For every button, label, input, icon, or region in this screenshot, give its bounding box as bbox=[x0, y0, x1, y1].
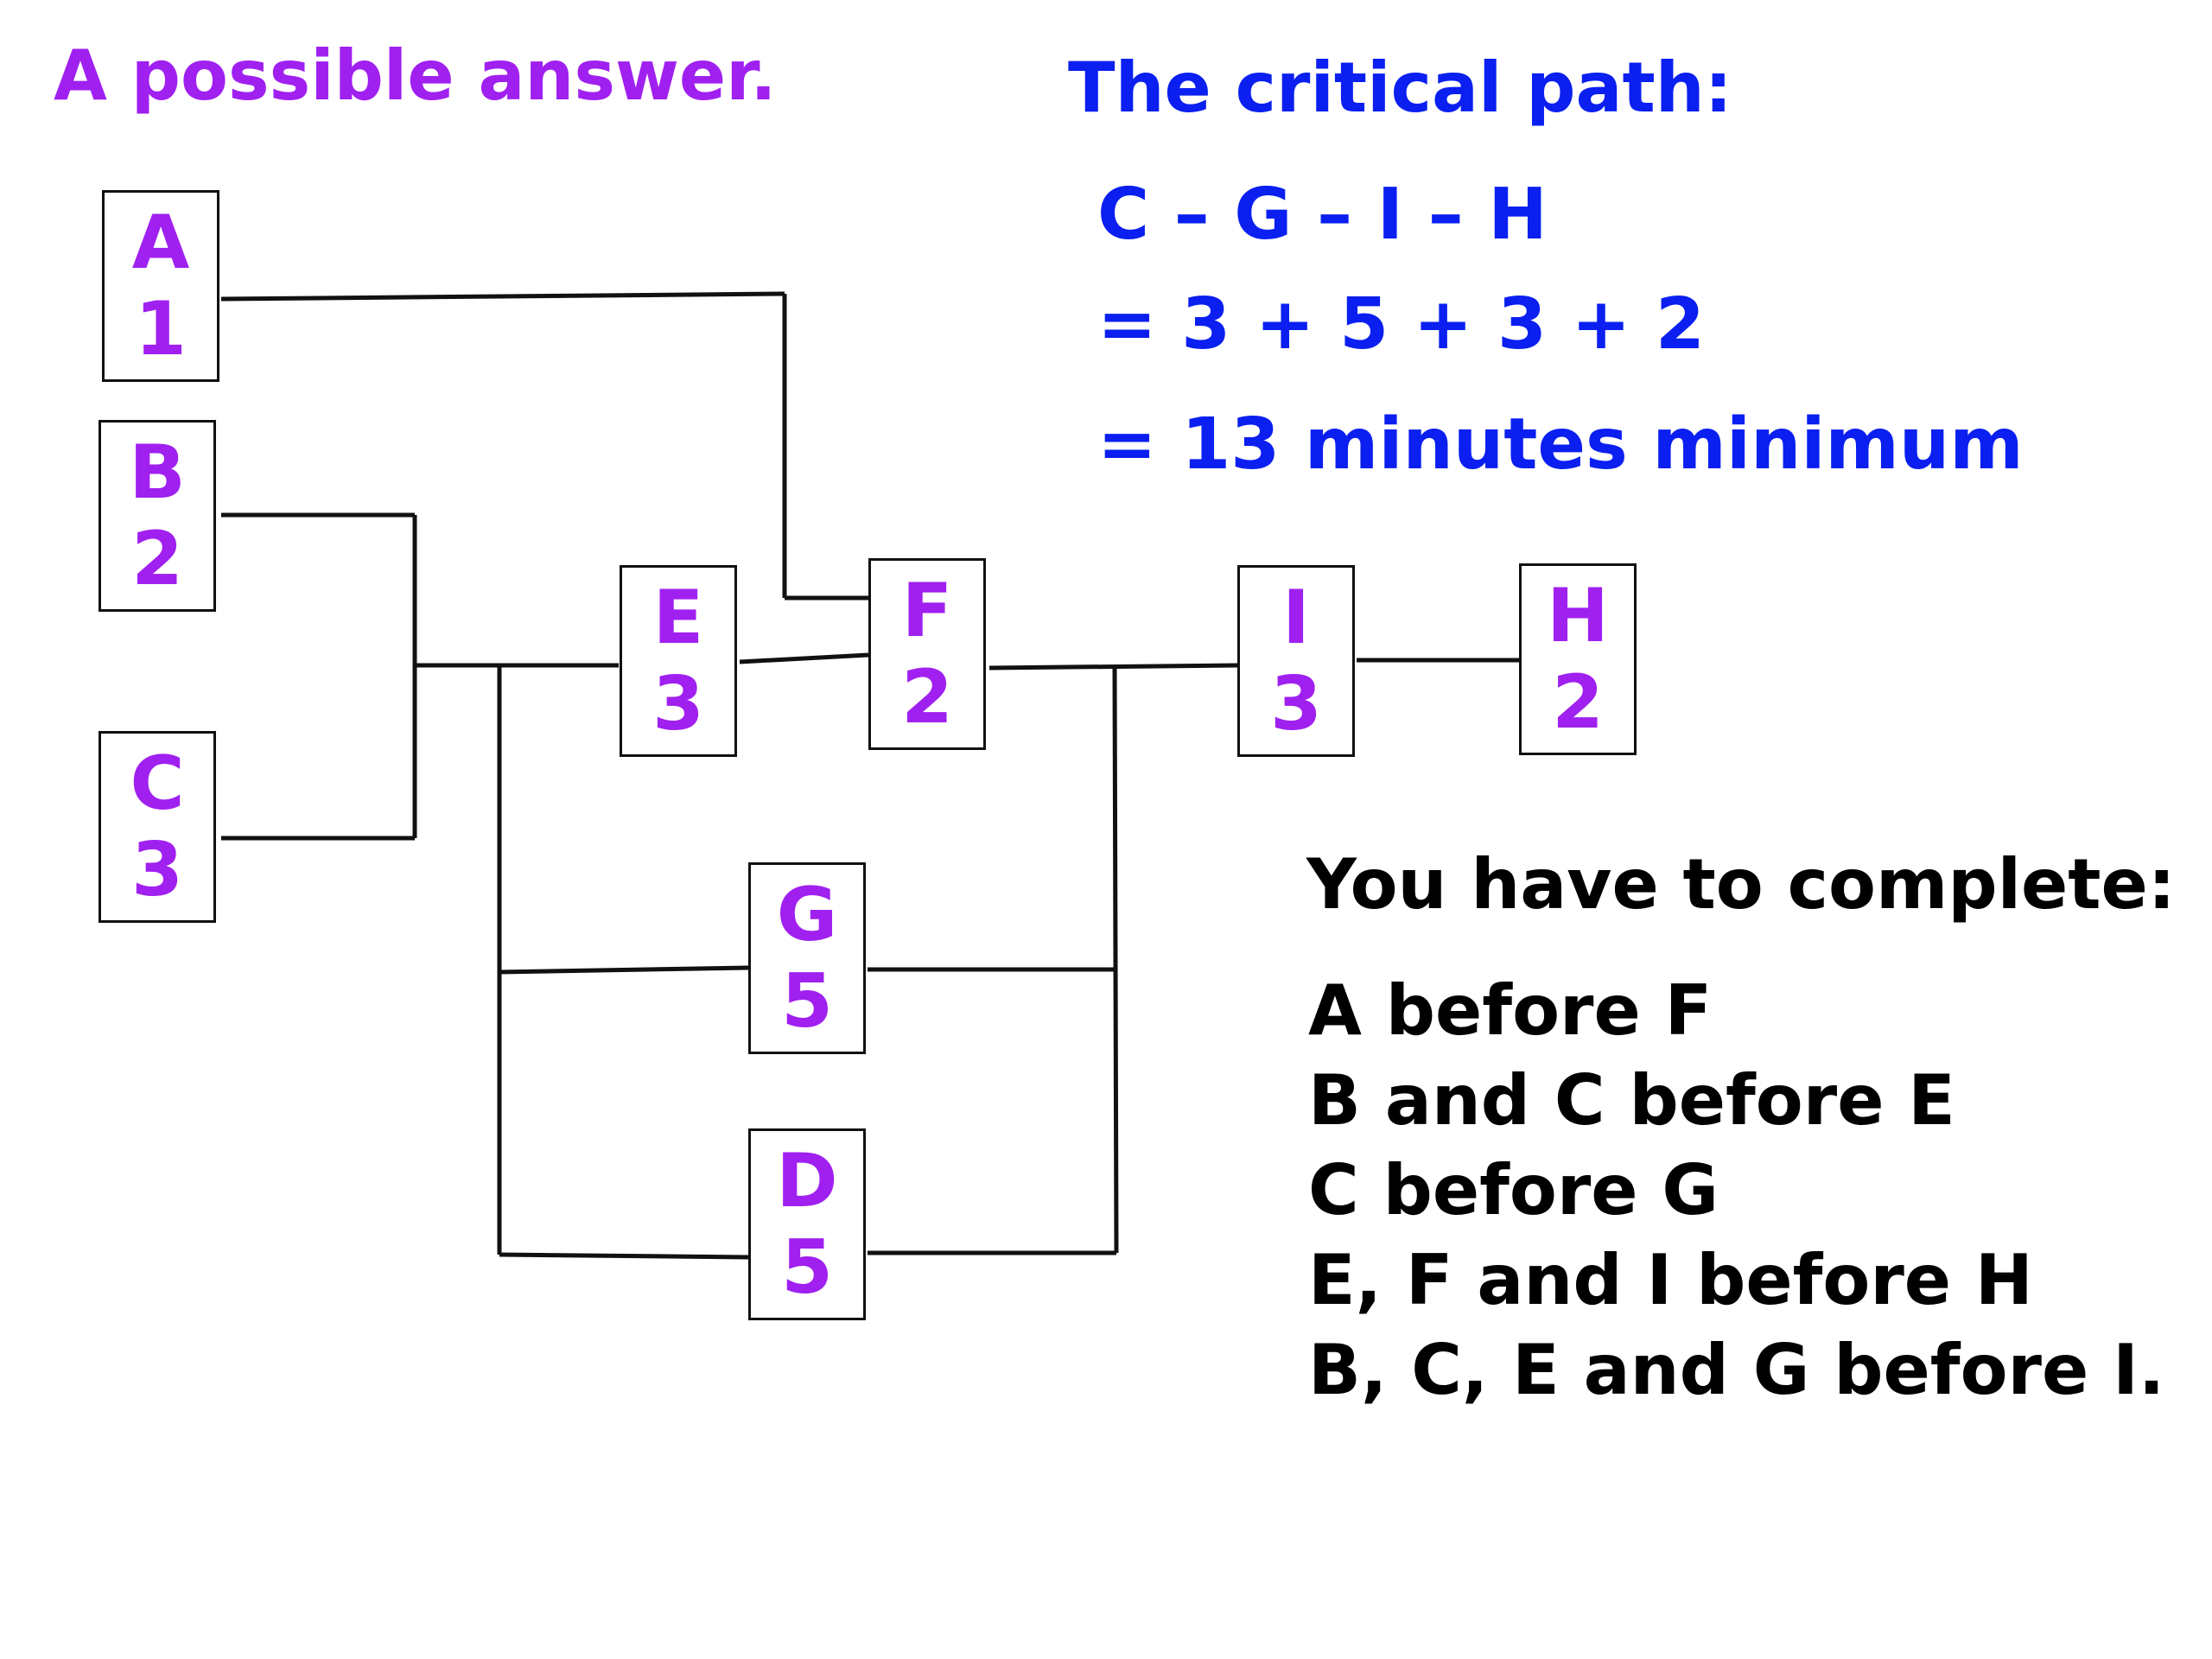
activity-duration: 1 bbox=[135, 286, 187, 372]
connector-a-f bbox=[220, 291, 785, 302]
constraint-item: E, F and I before H bbox=[1308, 1240, 2033, 1320]
critical-path-total: = 13 minutes minimum bbox=[1097, 404, 2024, 486]
activity-node-e: E 3 bbox=[620, 565, 737, 757]
activity-duration: 2 bbox=[131, 516, 183, 602]
activity-duration: 5 bbox=[781, 958, 833, 1045]
activity-node-d: D 5 bbox=[748, 1128, 866, 1320]
activity-duration: 2 bbox=[901, 654, 953, 741]
activity-letter: C bbox=[130, 741, 185, 827]
activity-letter: D bbox=[776, 1138, 838, 1224]
connector-to-g bbox=[499, 965, 749, 975]
activity-node-a: A 1 bbox=[102, 190, 219, 382]
critical-path-sequence: C – G – I – H bbox=[1097, 174, 1548, 256]
constraints-heading: You have to complete: bbox=[1306, 844, 2176, 925]
activity-letter: H bbox=[1547, 573, 1609, 659]
activity-duration: 3 bbox=[652, 661, 704, 747]
connector-f-i bbox=[988, 663, 1238, 671]
activity-letter: E bbox=[652, 575, 704, 661]
activity-letter: G bbox=[776, 872, 838, 958]
activity-node-i: I 3 bbox=[1237, 565, 1355, 757]
constraint-item: B and C before E bbox=[1308, 1060, 1955, 1141]
activity-node-c: C 3 bbox=[99, 731, 216, 923]
activity-letter: A bbox=[131, 200, 190, 286]
activity-node-f: F 2 bbox=[868, 558, 986, 750]
constraint-item: C before G bbox=[1308, 1150, 1719, 1230]
activity-duration: 3 bbox=[1270, 661, 1322, 747]
activity-duration: 3 bbox=[131, 827, 183, 913]
constraint-item: B, C, E and G before I. bbox=[1308, 1330, 2165, 1410]
constraint-item: A before F bbox=[1308, 970, 1713, 1051]
activity-duration: 2 bbox=[1552, 659, 1604, 746]
connector-right-bus bbox=[1112, 666, 1119, 1254]
activity-node-g: G 5 bbox=[748, 862, 866, 1054]
page-title: A possible answer. bbox=[54, 35, 777, 116]
activity-node-b: B 2 bbox=[99, 420, 216, 612]
critical-path-heading: The critical path: bbox=[1068, 48, 1732, 128]
activity-letter: I bbox=[1282, 575, 1310, 661]
connector-e-f bbox=[739, 652, 869, 664]
activity-duration: 5 bbox=[781, 1224, 833, 1311]
activity-letter: F bbox=[901, 568, 953, 654]
activity-letter: B bbox=[129, 429, 186, 516]
connector-to-d bbox=[499, 1252, 749, 1260]
critical-path-sum: = 3 + 5 + 3 + 2 bbox=[1097, 283, 1705, 365]
activity-node-h: H 2 bbox=[1519, 563, 1637, 755]
